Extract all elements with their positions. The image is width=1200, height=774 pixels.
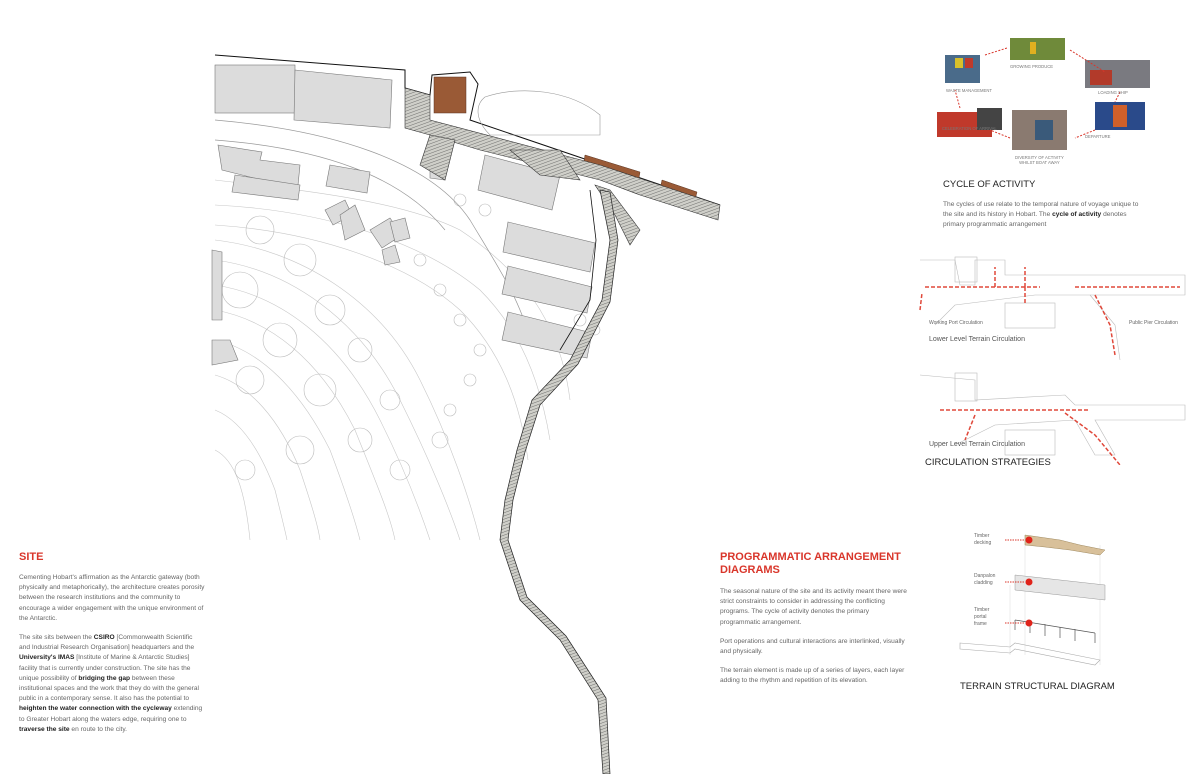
- portal-frame-layer: [1014, 619, 1096, 643]
- cladding-layer: [1014, 574, 1106, 601]
- timber-decking-layer: [1024, 534, 1106, 556]
- lower-level-label: Lower Level Terrain Circulation: [929, 336, 1025, 343]
- label-diversity: Diversity of ActivityWhilst Boat Away: [1015, 155, 1064, 165]
- cycle-diagram: [937, 38, 1150, 150]
- site-paragraph-2: The site sits between the CSIRO [Commonw…: [19, 634, 203, 733]
- pier-terrain: [404, 87, 721, 246]
- cycle-photos: [937, 38, 1150, 150]
- cycle-text: The cycles of use relate to the temporal…: [943, 201, 1139, 229]
- public-pier-label: Public Pier Circulation: [1129, 320, 1178, 326]
- cycleway-walkway: [499, 189, 619, 774]
- structural-diagram: [959, 534, 1106, 666]
- programmatic-paragraph-3: The terrain element is made up of a seri…: [720, 667, 905, 685]
- cycle-heading: CYCLE OF ACTIVITY: [943, 179, 1036, 190]
- buildings: [211, 64, 596, 366]
- label-celebration: Celebration of Arrival: [942, 126, 997, 131]
- site-text: Cementing Hobart's affirmation as the An…: [19, 573, 205, 744]
- site-paragraph-1: Cementing Hobart's affirmation as the An…: [19, 574, 205, 622]
- label-departure: Departure: [1085, 134, 1111, 139]
- waterfront-edge: [214, 54, 721, 206]
- base-outline: [959, 642, 1101, 666]
- label-loading: Loading Ship: [1098, 90, 1128, 95]
- programmatic-text: The seasonal nature of the site and its …: [720, 587, 910, 696]
- programmatic-paragraph-2: Port operations and cultural interaction…: [720, 637, 905, 656]
- programmatic-paragraph-1: The seasonal nature of the site and its …: [720, 588, 907, 626]
- upper-level-label: Upper Level Terrain Circulation: [929, 441, 1025, 448]
- label-waste: Waste Management: [946, 88, 992, 93]
- cycle-arrows: [954, 47, 1121, 139]
- structural-heading: TERRAIN STRUCTURAL DIAGRAM: [960, 681, 1115, 692]
- working-port-label: Working Port Circulation: [929, 320, 983, 326]
- circulation-diagrams: [919, 256, 1186, 465]
- ship-outline: [477, 90, 601, 136]
- site-heading: SITE: [19, 551, 44, 563]
- circulation-heading: CIRCULATION STRATEGIES: [925, 457, 1051, 468]
- label-growing: Growing Produce: [1010, 64, 1054, 69]
